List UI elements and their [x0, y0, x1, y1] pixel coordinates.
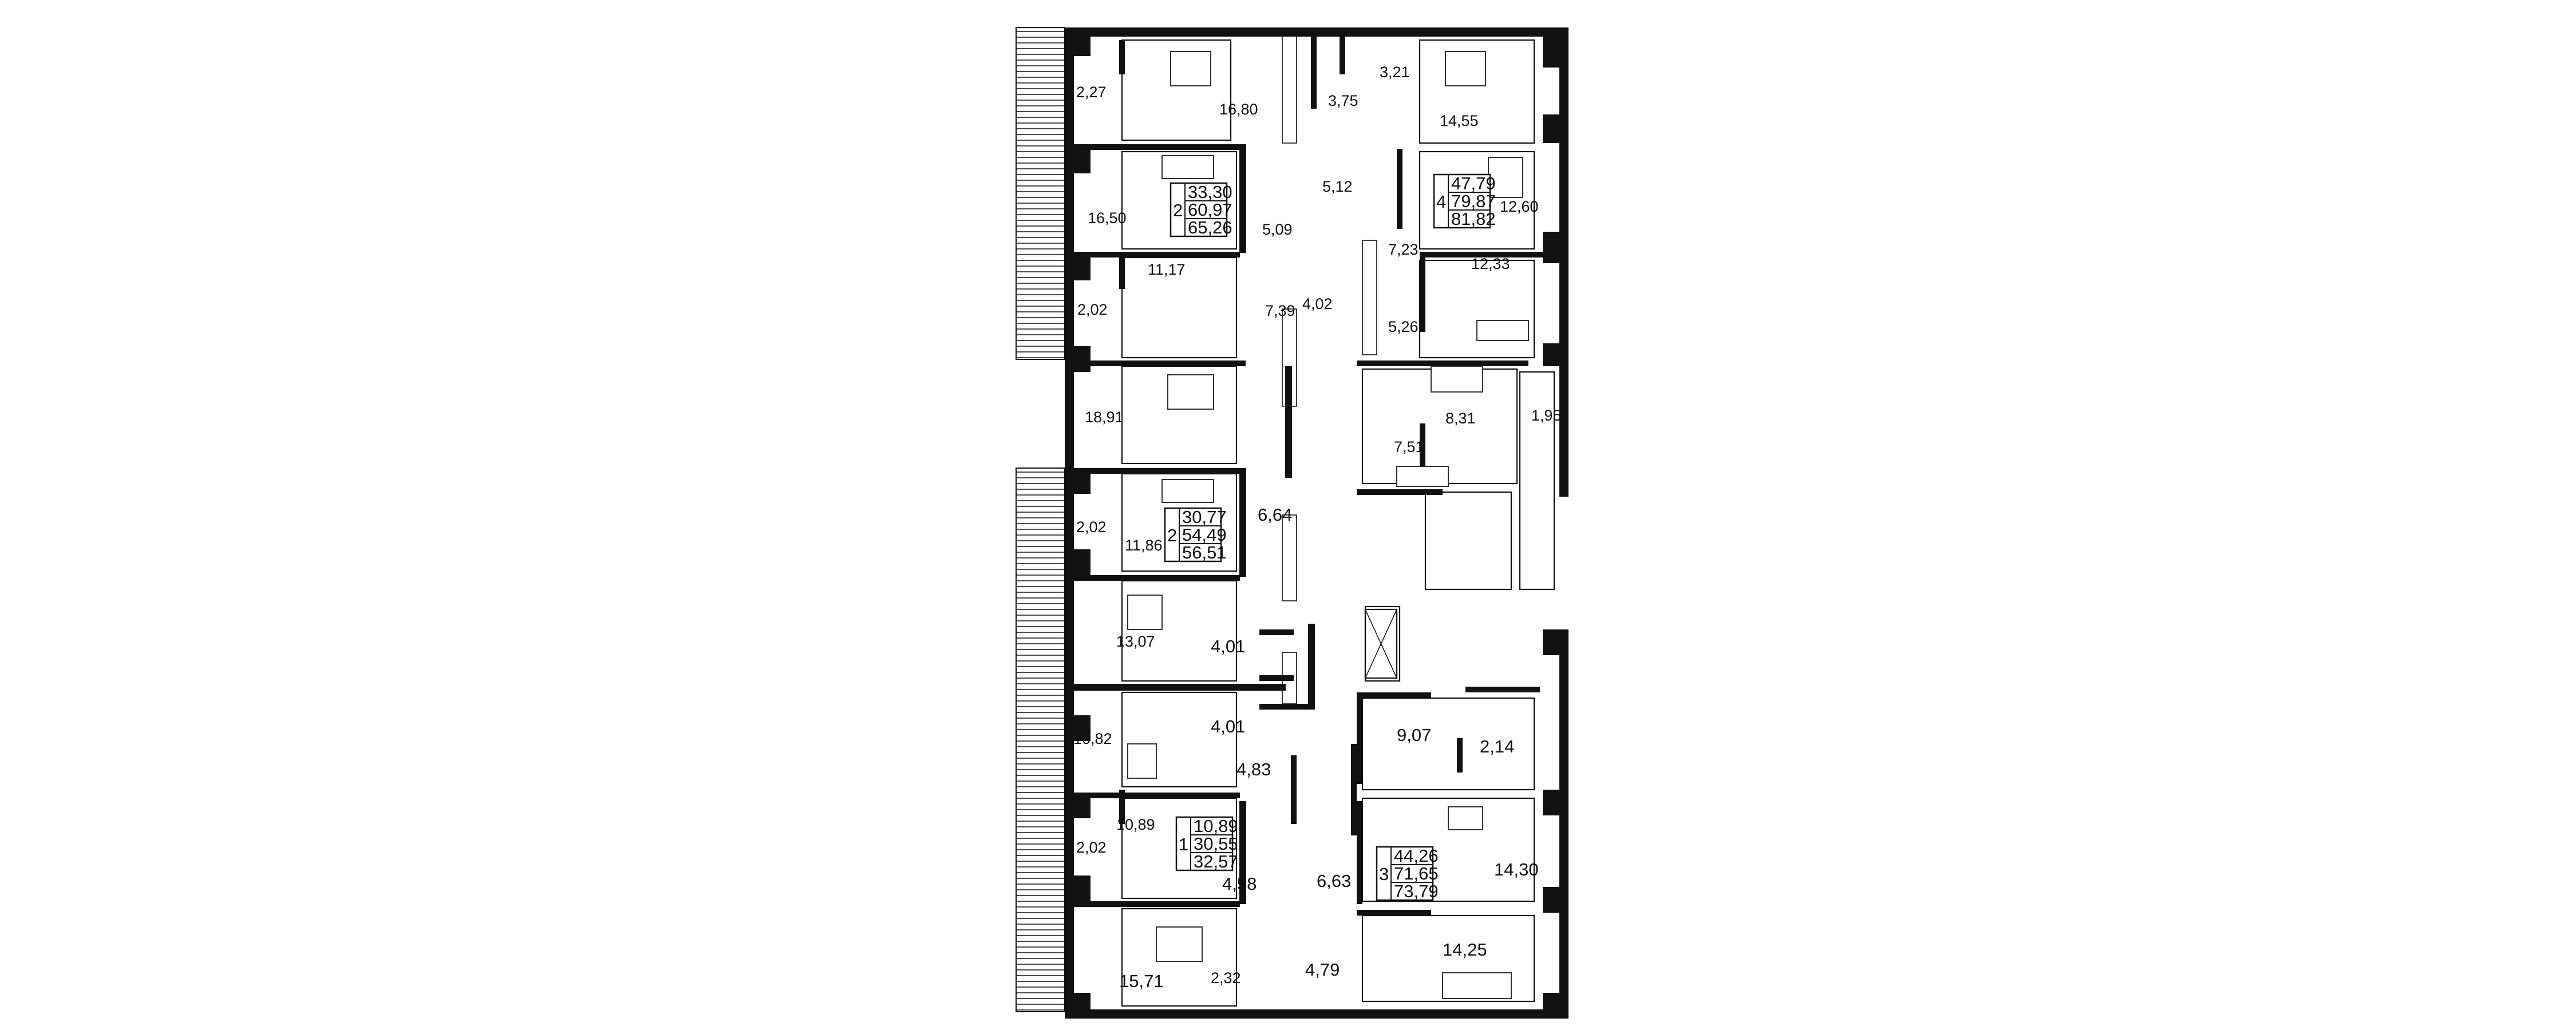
room-area-label: 5,26 — [1388, 318, 1419, 335]
room-area-label: 7,51 — [1394, 438, 1424, 455]
room-area-label: 2,27 — [1076, 84, 1107, 101]
apartment-area-with-balcony: 81,82 — [1451, 209, 1496, 229]
room-area-label: 5,09 — [1262, 221, 1293, 238]
stair-hatching — [1282, 34, 1377, 704]
apartment-summary-3-rooms: 3 44,26 71,65 73,79 — [1376, 846, 1439, 901]
room-area-label: 2,02 — [1077, 301, 1108, 318]
room-area-label: 2,14 — [1480, 736, 1514, 756]
room-area-label: 3,21 — [1380, 64, 1410, 81]
room-area-label: 2,32 — [1211, 969, 1241, 987]
apartment-living-area: 30,77 — [1182, 507, 1227, 527]
room-area-label: 10,82 — [1073, 730, 1112, 747]
room-area-label: 12,60 — [1500, 198, 1539, 215]
apartment-total-area: 79,87 — [1451, 191, 1496, 211]
room-area-label: 1,95 — [1531, 407, 1562, 424]
room-area-label: 4,01 — [1211, 716, 1245, 736]
apartment-total-area: 30,55 — [1194, 834, 1238, 854]
apartment-living-area: 44,26 — [1394, 846, 1439, 866]
room-area-label: 12,33 — [1471, 255, 1510, 272]
apartment-room-count: 1 — [1179, 834, 1188, 854]
room-area-label: 4,01 — [1211, 636, 1245, 656]
apartment-room-count: 2 — [1167, 525, 1177, 545]
apartment-area-with-balcony: 56,51 — [1182, 542, 1227, 562]
apartment-summary-2-rooms-middle: 2 30,77 54,49 56,51 — [1164, 507, 1227, 562]
room-area-label: 14,30 — [1494, 859, 1539, 880]
balcony-hatching-lower — [1016, 468, 1065, 1012]
apartment-total-area: 60,97 — [1188, 200, 1232, 220]
room-area-label: 4,02 — [1302, 295, 1333, 312]
room-area-label: 2,02 — [1076, 518, 1107, 536]
room-area-label: 16,80 — [1219, 101, 1258, 118]
apartment-room-count: 2 — [1173, 200, 1183, 220]
room-area-label: 4,58 — [1222, 874, 1257, 894]
room-area-label: 4,83 — [1236, 759, 1271, 779]
room-area-label: 9,07 — [1397, 725, 1431, 745]
room-area-label: 6,63 — [1317, 871, 1351, 891]
exterior-walls — [1065, 27, 1568, 1019]
room-area-label: 11,86 — [1125, 537, 1163, 554]
room-area-label: 6,64 — [1258, 505, 1292, 525]
apartment-total-area: 54,49 — [1182, 525, 1227, 545]
room-area-label: 7,23 — [1388, 241, 1419, 258]
apartment-area-with-balcony: 32,57 — [1194, 851, 1238, 871]
apartment-area-with-balcony: 65,26 — [1188, 217, 1232, 237]
room-area-label: 14,25 — [1443, 940, 1487, 960]
apartment-living-area: 47,79 — [1451, 173, 1496, 193]
room-area-label: 5,12 — [1322, 178, 1353, 195]
apartment-summary-2-rooms-top: 2 33,30 60,97 65,26 — [1170, 182, 1232, 237]
elevator-shaft — [1364, 608, 1398, 679]
room-area-label: 18,91 — [1085, 409, 1124, 426]
apartment-total-area: 71,65 — [1394, 863, 1439, 884]
apartment-living-area: 33,30 — [1188, 182, 1232, 202]
room-area-label: 15,71 — [1119, 971, 1164, 991]
balcony-hatching-upper — [1016, 27, 1065, 360]
room-area-labels: 2,27 16,80 3,75 3,21 14,55 16,50 5,09 5,… — [1073, 64, 1562, 991]
room-area-label: 11,17 — [1148, 261, 1186, 278]
room-area-label: 10,89 — [1116, 816, 1155, 833]
room-area-label: 14,55 — [1440, 112, 1479, 129]
apartment-room-count: 3 — [1379, 864, 1389, 884]
room-area-label: 8,31 — [1445, 410, 1476, 427]
apartment-living-area: 10,89 — [1194, 816, 1238, 836]
room-area-label: 4,79 — [1305, 960, 1340, 980]
room-area-label: 13,07 — [1116, 633, 1155, 650]
interior-walls — [1074, 34, 1546, 916]
apartment-summary-4-rooms: 4 47,79 79,87 81,82 — [1433, 173, 1496, 229]
room-area-label: 16,50 — [1088, 209, 1127, 227]
room-area-label: 7,39 — [1265, 302, 1295, 319]
room-area-label: 3,75 — [1328, 92, 1358, 109]
apartment-summary-1-room: 1 10,89 30,55 32,57 — [1175, 816, 1238, 871]
room-area-label: 2,02 — [1076, 839, 1107, 856]
apartment-area-with-balcony: 73,79 — [1394, 881, 1439, 901]
apartment-room-count: 4 — [1436, 192, 1446, 212]
